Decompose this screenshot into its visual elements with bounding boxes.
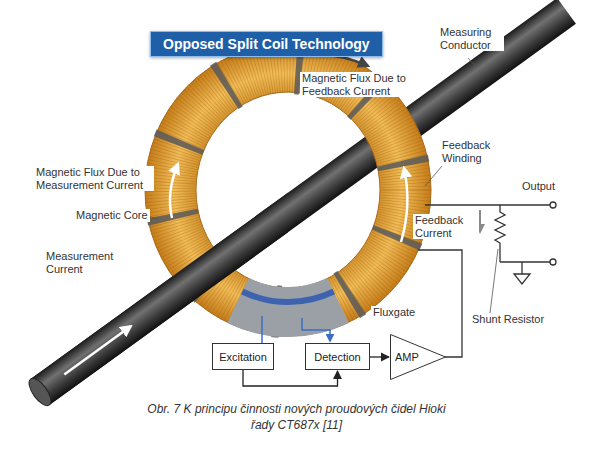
- node-text: Detection: [314, 351, 360, 363]
- detection-box: Detection: [305, 343, 370, 370]
- amplifier-symbol: AMP: [390, 334, 446, 380]
- flux-label: Magnetic Flux Due to Feedback Current: [300, 72, 420, 97]
- current-label: Feedback Current: [413, 214, 479, 239]
- title-banner: Opposed Split Coil Technology: [150, 31, 383, 57]
- current-label: Measurement Current: [44, 250, 126, 275]
- component-label: Measuring Conductor: [438, 26, 504, 51]
- figure-caption: Obr. 7 K principu činnosti nových proudo…: [147, 401, 447, 433]
- feedback-current-arrow: [479, 210, 481, 232]
- caption-block: Obr. 7 K principu činnosti nových proudo…: [0, 401, 593, 433]
- fluxgate-core: [242, 292, 333, 303]
- flux-label: Magnetic Flux Due to Measurement Current: [34, 166, 154, 191]
- signal-connector: [243, 370, 338, 386]
- component-label: Shunt Resistor: [470, 313, 546, 326]
- flux-arrow: [401, 168, 407, 242]
- signal-connector: [370, 356, 389, 357]
- measuring-conductor-front: [25, 0, 288, 409]
- signal-label: Output: [520, 180, 557, 193]
- component-label: Magnetic Core: [74, 209, 150, 222]
- measuring-conductor: [31, 0, 576, 405]
- node-text: AMP: [395, 351, 419, 363]
- component-label: Fluxgate: [371, 306, 417, 319]
- excitation-box: Excitation: [212, 343, 274, 370]
- fluxgate-lines: [262, 316, 330, 343]
- leader-lines: [147, 58, 498, 313]
- component-label: Feedback Winding: [440, 139, 506, 164]
- flux-arrow: [170, 164, 178, 218]
- node-text: Excitation: [219, 351, 267, 363]
